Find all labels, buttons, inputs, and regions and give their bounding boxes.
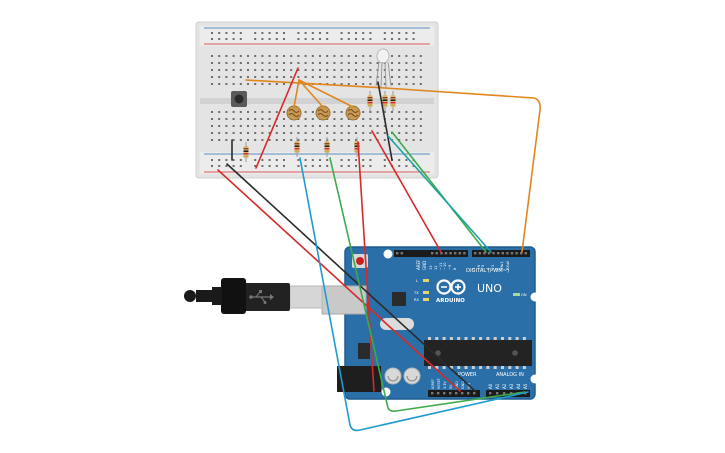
photoresistor-3[interactable] xyxy=(345,105,361,121)
power-header-label: POWER xyxy=(458,372,477,378)
model-label: UNO xyxy=(477,282,502,295)
digital-header-label: DIGITAL (PWM~) xyxy=(466,268,509,274)
analog-pin-label: A4 xyxy=(516,383,521,389)
power-header xyxy=(428,390,480,397)
wire-red-bb-diag[interactable] xyxy=(255,67,299,169)
resistor-button[interactable] xyxy=(243,142,249,162)
digital-pin-label: 13 xyxy=(429,265,433,270)
digital-pin-label: 4 xyxy=(486,267,490,270)
wire-orange-ldr1[interactable] xyxy=(293,79,300,108)
wire-red-pin12[interactable] xyxy=(371,130,442,253)
analog-pin-label: A3 xyxy=(509,383,514,389)
wire-red-5v-loop[interactable] xyxy=(357,141,375,392)
resistor-led-r[interactable] xyxy=(367,91,373,111)
resistor-led-b[interactable] xyxy=(390,91,396,111)
analog-pin-label: A1 xyxy=(495,383,500,389)
led-l-label: L xyxy=(416,279,418,283)
usb-cable[interactable] xyxy=(184,278,323,314)
analog-pin-label: A5 xyxy=(523,383,528,389)
mounting-hole xyxy=(530,292,540,302)
wire-blue-a0[interactable] xyxy=(299,157,529,432)
wires xyxy=(217,67,541,432)
gnd-label: GND xyxy=(422,261,427,270)
digital-pin-label: 2 xyxy=(495,268,499,270)
reset-button-cap[interactable] xyxy=(356,257,364,265)
wire-orange-ldr2[interactable] xyxy=(298,79,324,108)
digital-pin-label: 8 xyxy=(453,267,457,270)
digital-pin-label: ~3 xyxy=(491,265,495,270)
on-label: ON xyxy=(521,293,527,297)
photoresistor-2[interactable] xyxy=(315,105,331,121)
push-button[interactable] xyxy=(231,91,247,107)
wire-orange-ldr3[interactable] xyxy=(298,79,354,108)
capacitor-1 xyxy=(384,367,402,385)
wire-green-a1[interactable] xyxy=(329,157,526,412)
resistors xyxy=(243,91,396,162)
power-pin-label: RESET xyxy=(437,377,441,389)
chip-pins xyxy=(428,337,526,369)
power-pin-label: 3.3V xyxy=(443,381,447,389)
wire-black-rail[interactable] xyxy=(377,81,393,161)
brand-label: ARDUINO xyxy=(436,298,465,304)
digital-pin-label: TX▸1 xyxy=(500,261,504,271)
analog-header xyxy=(486,390,530,397)
wire-black-gnd[interactable] xyxy=(226,163,476,392)
digital-pin-label: ~5 xyxy=(481,265,485,270)
led-tx-label: TX xyxy=(413,291,419,295)
led-on xyxy=(513,293,520,296)
resistor-ldr2[interactable] xyxy=(324,137,330,157)
resistor-led-g[interactable] xyxy=(382,91,388,111)
analog-header-label: ANALOG IN xyxy=(496,372,524,378)
power-pin-label: 5V xyxy=(449,384,453,389)
power-pin-label: GND xyxy=(461,381,465,389)
mounting-hole xyxy=(530,374,540,384)
capacitor-2 xyxy=(403,367,421,385)
usb-chip xyxy=(392,292,406,306)
wire-green-pin[interactable] xyxy=(391,131,487,253)
digital-pin-label: ~11 xyxy=(439,262,443,270)
digital-pin-label: ~9 xyxy=(448,264,452,270)
rgb-led[interactable] xyxy=(375,48,392,89)
led-rx xyxy=(423,298,429,301)
power-pin-label: IOREF xyxy=(431,379,435,389)
led-rx-label: RX xyxy=(414,298,419,302)
digital-pin-label: 12 xyxy=(434,265,438,270)
analog-pin-label: A2 xyxy=(502,383,507,389)
mounting-hole xyxy=(383,249,393,259)
usb-icon xyxy=(249,290,274,304)
wire-orange-pin2[interactable] xyxy=(245,79,541,253)
resistor-ldr1[interactable] xyxy=(294,137,300,157)
photoresistor-1[interactable] xyxy=(286,105,302,121)
digital-pin-label: ~6 xyxy=(477,264,481,270)
analog-pin-label: A0 xyxy=(488,383,493,389)
led-tx xyxy=(423,291,429,294)
power-pin-label: GND xyxy=(455,381,459,389)
led-l xyxy=(423,279,429,282)
digital-pin-label: 7 xyxy=(472,268,476,270)
wire-red-5v[interactable] xyxy=(217,169,461,392)
digital-pin-holes xyxy=(396,252,527,255)
aref-label: AREF xyxy=(416,259,421,270)
breadboard-holes xyxy=(211,32,422,167)
voltage-regulator xyxy=(358,343,370,359)
wire-teal-pin[interactable] xyxy=(387,135,492,253)
arduino-logo-icon xyxy=(436,279,466,295)
digital-header-right xyxy=(472,250,530,257)
digital-pin-label: RX◂0 xyxy=(506,260,510,270)
digital-pin-label: ~10 xyxy=(443,262,447,270)
